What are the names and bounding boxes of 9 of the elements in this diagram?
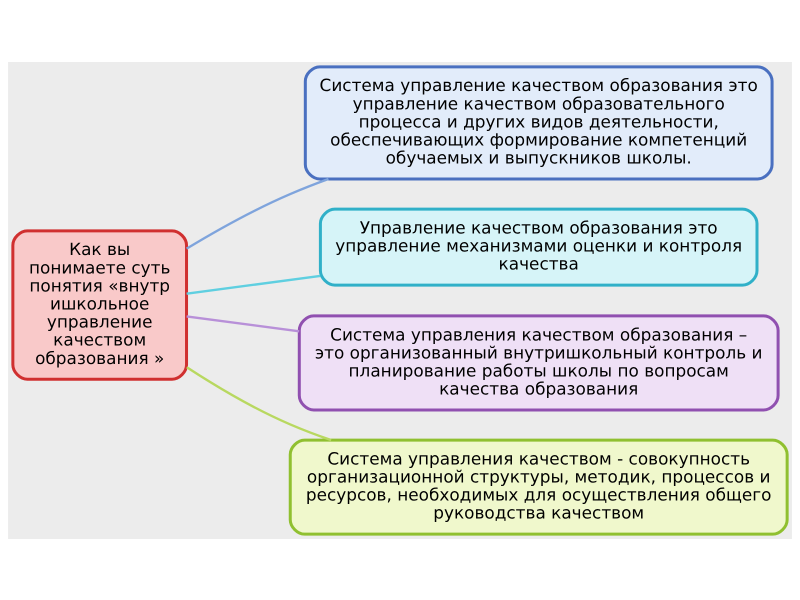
connector (186, 274, 320, 294)
node-box: Управление качеством образования это управление механизмами оценки и контроля качества (318, 207, 758, 286)
node-box: Система управления качеством образования – это организованный внутришкольный контроль и планирование работы школы по вопросам качества образования (298, 314, 780, 411)
connector (186, 366, 332, 441)
connector (186, 177, 329, 250)
connector (186, 314, 300, 332)
node-box: Система управления качеством - совокупность организационной структуры, методик, процессов и ресурсов, необходимых для осуществления общего руководства качеством (288, 438, 789, 536)
node-box: Как вы понимаете суть понятия «внутришкольное управление качеством образования » (11, 228, 188, 380)
node-box: Система управление качеством образования это управление качеством образовательного процесса и других видов деятельности, обеспечивающих формирование компетенций обучаемых и выпускников школы. (304, 64, 774, 180)
